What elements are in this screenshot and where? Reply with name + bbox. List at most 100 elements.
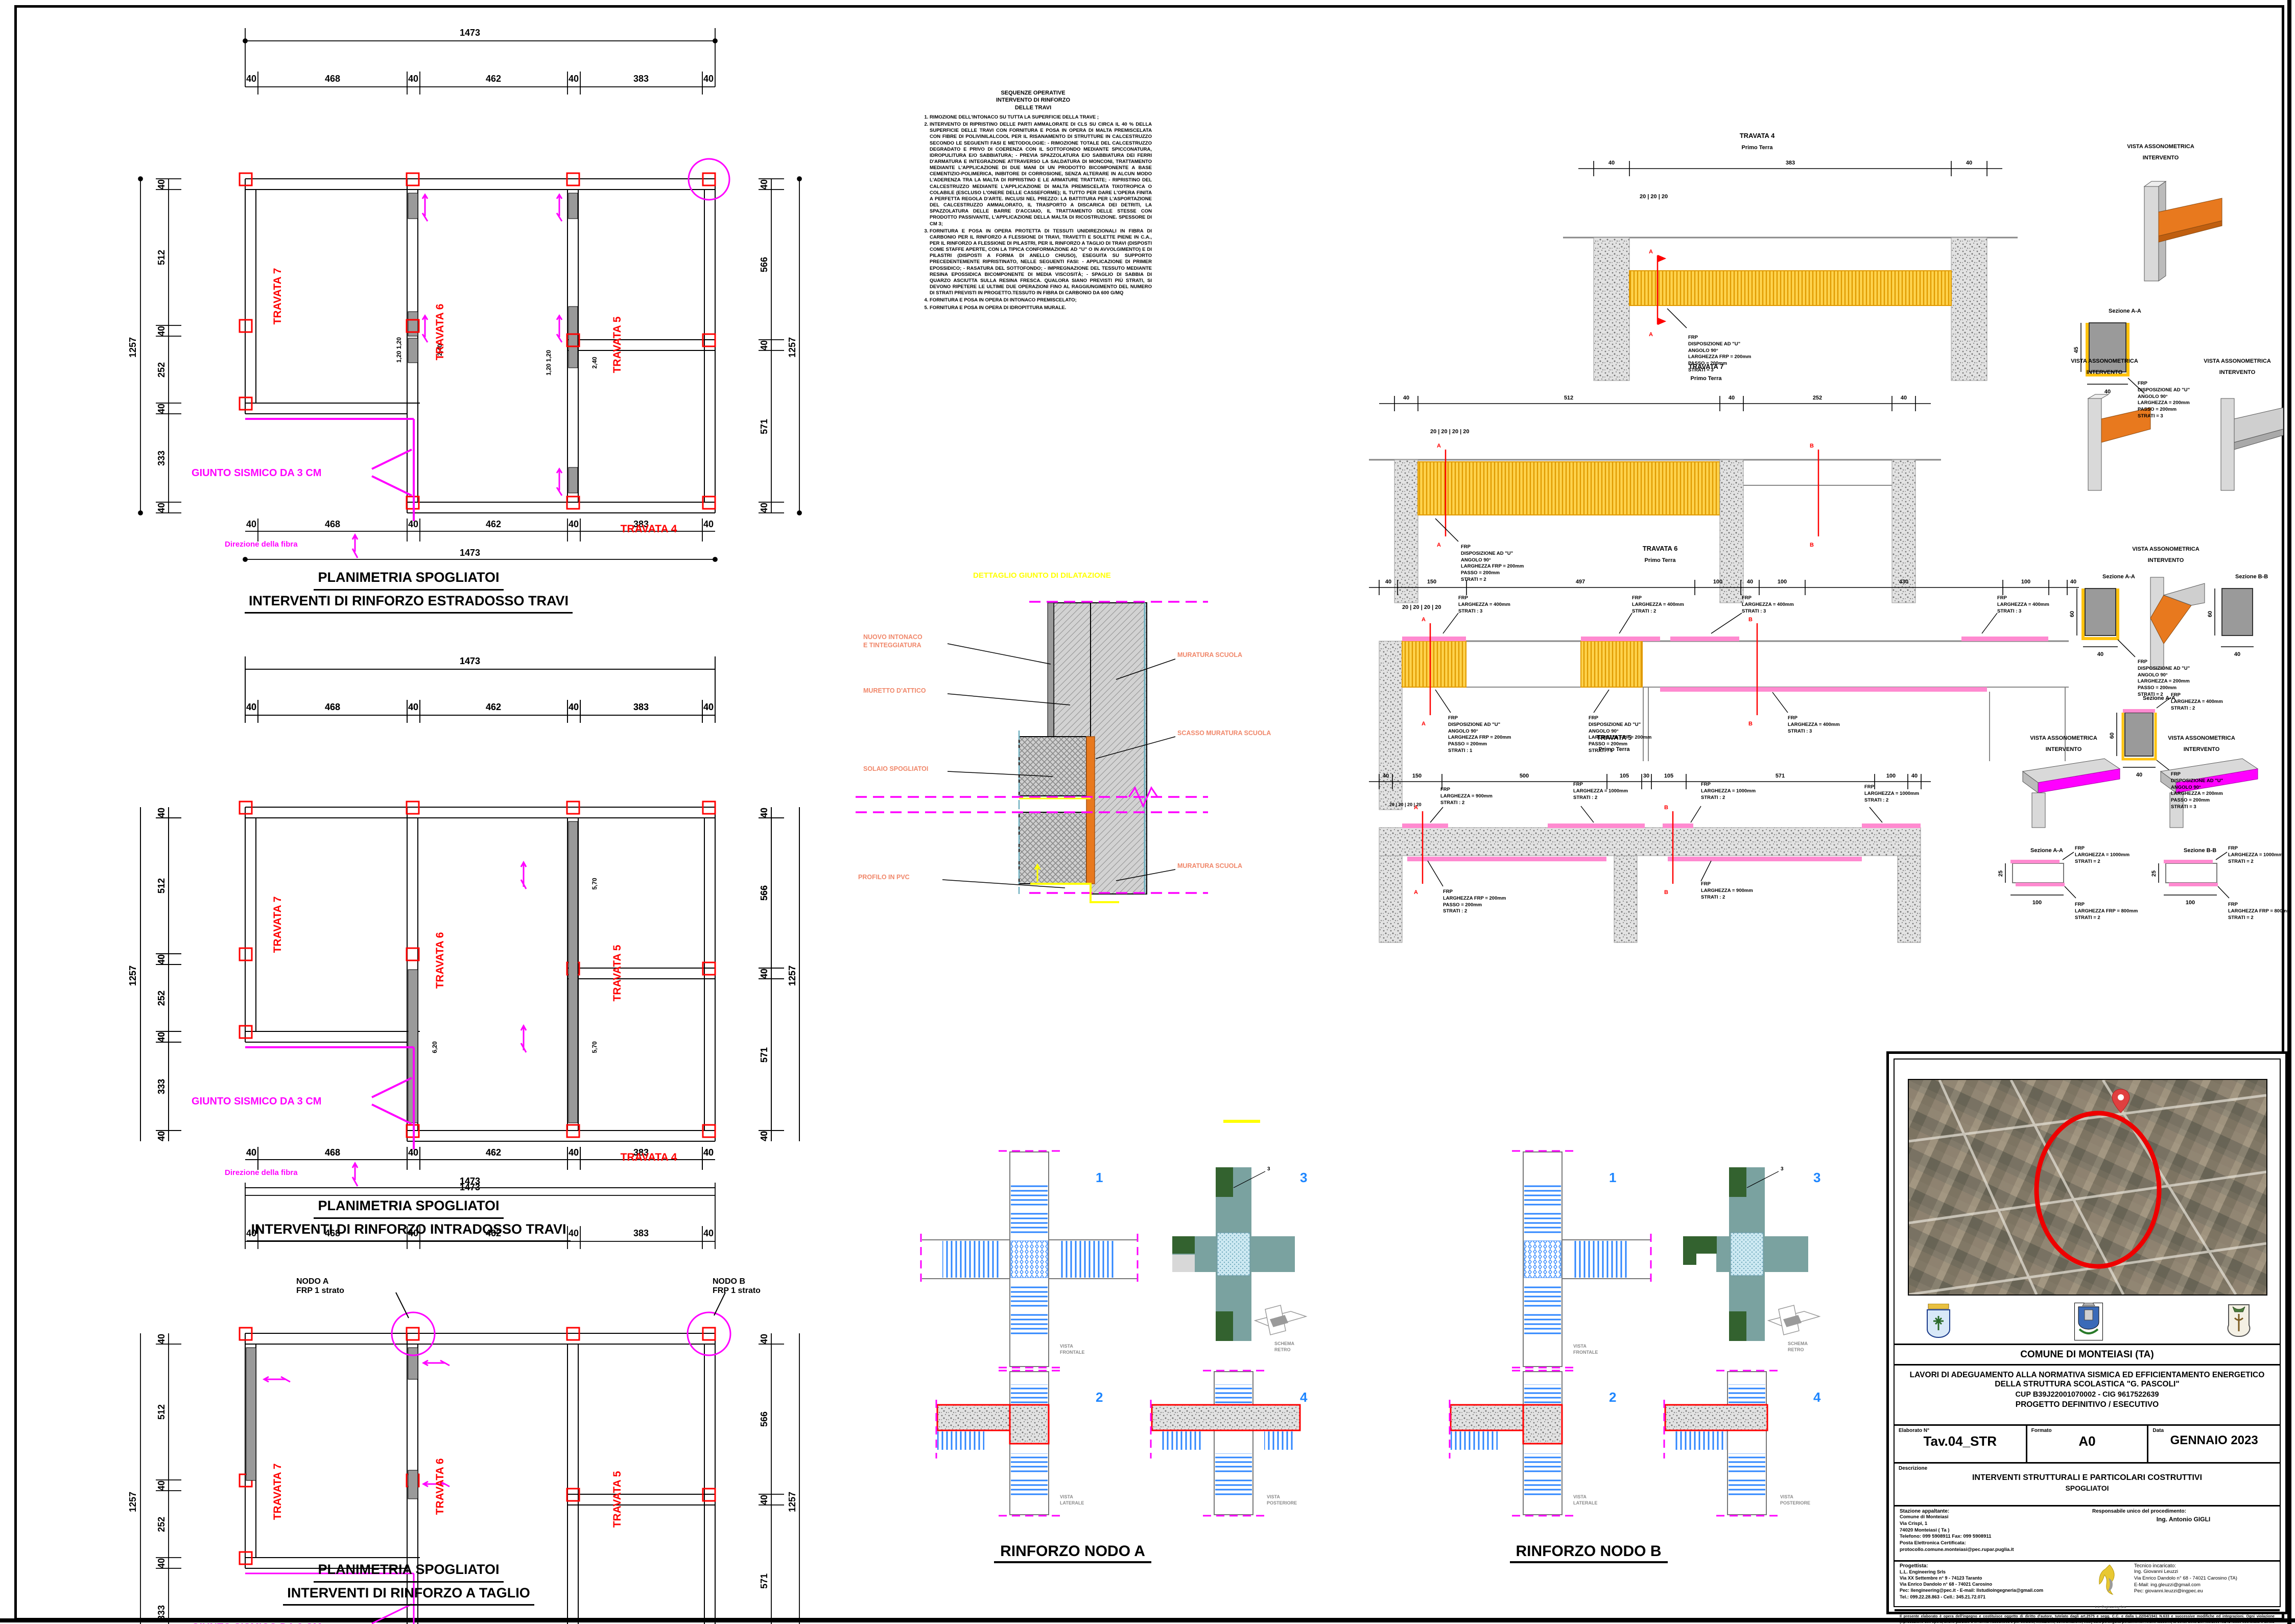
sezione-travata5-b: 25 100	[2151, 852, 2230, 906]
comune-monteiasi-crest-icon	[2074, 1303, 2103, 1340]
frp-top2-t5: FRP LARGHEZZA = 1000mm STRATI : 2	[1573, 782, 1628, 801]
frp-sez1-bot-t5: FRP LARGHEZZA FRP = 800mm STRATI = 2	[2075, 902, 2138, 921]
frp-beams	[408, 193, 578, 493]
axon-caption: VISTA ASSONOMETRICA	[2168, 735, 2235, 741]
project-title-1: LAVORI DI ADEGUAMENTO ALLA NORMATIVA SIS…	[1909, 1371, 2265, 1379]
dim: 40	[1729, 395, 1735, 401]
cut-b: B	[1748, 721, 1753, 727]
seq-item: INTERVENTO DI RIPRISTINO DELLE PARTI AMM…	[930, 122, 1152, 227]
nodoA-side	[935, 1370, 1060, 1517]
dim: 566	[759, 885, 769, 901]
seq-item: FORNITURA E POSA IN OPERA PROTETTA DI TE…	[930, 228, 1152, 297]
axon-caption: VISTA ASSONOMETRICA	[2071, 358, 2138, 364]
nodoB-rear	[1663, 1370, 1778, 1517]
project-cup-cig: CUP B39J22001070002 - CIG 9617522639	[2015, 1391, 2159, 1399]
dim: 60	[2069, 611, 2075, 617]
frp-label-t4: FRP DISPOSIZIONE AD "U" ANGOLO 90° LARGH…	[1688, 335, 1752, 373]
dim: 40	[2070, 579, 2076, 585]
leader-3: 3	[1781, 1166, 1784, 1172]
frp-bot3-t6: FRP LARGHEZZA = 400mm STRATI : 3	[1788, 715, 1840, 734]
seq-item: RIMOZIONE DELL'INTONACO SU TUTTA LA SUPE…	[930, 114, 1152, 121]
rup-label: Responsabile unico del procedimento:	[2092, 1509, 2186, 1514]
dim: 40	[156, 326, 167, 336]
label-nuovo-intonaco: NUOVO INTONACO E TINTEGGIATURA	[863, 633, 922, 649]
nodoA-num2: 2	[1096, 1390, 1103, 1405]
plan-intradosso: 1473 40 468 40 462 40 383 40 40 468 40 4…	[127, 655, 800, 1189]
dim-sub: 20 | 20 | 20	[1640, 194, 1668, 200]
dim: 60	[2109, 733, 2115, 739]
dim: 40	[703, 519, 714, 529]
dim: 40	[759, 1131, 769, 1141]
dim: 150	[1412, 773, 1422, 779]
axon-caption2: INTERVENTO	[2046, 746, 2082, 752]
dim: 105	[1664, 773, 1673, 779]
sezione-travata7-b: 60 40	[2207, 588, 2254, 657]
dim-small: 2,40	[436, 344, 443, 356]
label-travata7: TRAVATA 7	[272, 897, 283, 953]
label-travata4: TRAVATA 4	[621, 1151, 677, 1163]
frp-label-t7-sez: FRP DISPOSIZIONE AD "U" ANGOLO 90° LARGH…	[2138, 659, 2190, 698]
dim: 40	[759, 503, 769, 513]
travata6-title: TRAVATA 6	[1643, 545, 1678, 552]
dettaglio-giunto	[856, 601, 1208, 903]
dim: 571	[759, 419, 769, 434]
dim: 40	[759, 808, 769, 818]
dim: 25	[2151, 870, 2157, 877]
axon-caption2: INTERVENTO	[2087, 369, 2123, 375]
dim: 1257	[787, 966, 797, 986]
sheet-border-right	[2287, 0, 2291, 1624]
cut-a: A	[1649, 332, 1653, 338]
progettista-label: Progettista:	[1900, 1563, 1928, 1569]
dim-small: 1,20 1,20	[395, 337, 403, 363]
dim: 40	[703, 702, 714, 712]
dim: 40	[703, 1147, 714, 1158]
sequenze-operative: SEQUENZE OPERATIVE INTERVENTO DI RINFORZ…	[914, 89, 1152, 312]
map-pin-icon	[2112, 1089, 2130, 1113]
dim: 40	[156, 503, 167, 513]
nodoB-title: RINFORZO NODO B	[1446, 1543, 1732, 1563]
dim: 500	[1520, 773, 1529, 779]
frp-top3-t6: FRP LARGHEZZA = 400mm STRATI : 3	[1742, 595, 1794, 614]
frp-sez2-top-t5: FRP LARGHEZZA = 1000mm STRATI = 2	[2228, 845, 2283, 864]
frp-label-t4-sez: FRP DISPOSIZIONE AD "U" ANGOLO 90° LARGH…	[2138, 381, 2190, 419]
dim: 40	[759, 340, 769, 350]
frp-bot1-t6: FRP DISPOSIZIONE AD "U" ANGOLO 90° LARGH…	[1448, 715, 1511, 754]
nodoA-vista-posteriore: VISTA POSTERIORE	[1267, 1494, 1297, 1505]
cut-a: A	[1437, 542, 1441, 548]
dim: 468	[325, 702, 340, 712]
dim: 150	[1427, 579, 1436, 585]
plan-walls	[245, 178, 716, 513]
dim: 512	[156, 878, 167, 893]
cut-b: B	[1748, 617, 1753, 623]
dim: 462	[486, 702, 501, 712]
dim: 462	[486, 519, 501, 529]
nodoB-plan3: 3	[1683, 1166, 1821, 1341]
sezione-travata7-a: 60 40	[2069, 588, 2136, 657]
travata4-title: TRAVATA 4	[1740, 132, 1775, 139]
descrizione-label: Descrizione	[1899, 1466, 1928, 1471]
travata4-floor: Primo Terra	[1742, 145, 1773, 151]
label-giunto: GIUNTO SISMICO DA 3 CM	[192, 467, 321, 479]
frp-sez-top-t6: FRP LARGHEZZA = 400mm STRATI : 2	[2171, 692, 2223, 711]
nodoB-front	[1512, 1150, 1652, 1369]
tecnico-label: Tecnico incaricato:	[2134, 1563, 2176, 1569]
sheet-border-bottom	[0, 1618, 2295, 1622]
nodoB-num2: 2	[1609, 1390, 1617, 1405]
title-block: COMUNE DI MONTEIASI (TA) LAVORI DI ADEGU…	[1886, 1051, 2288, 1624]
cut-a: A	[1422, 721, 1426, 727]
nodoB-vista-laterale: VISTA LATERALE	[1573, 1494, 1598, 1505]
rinforzo-nodo-b: 3	[1449, 1150, 1821, 1517]
dim: 40	[156, 404, 167, 414]
label-muratura-scuola-1: MURATURA SCUOLA	[1177, 651, 1243, 658]
pink-strips	[1402, 637, 2048, 692]
dim: 40	[759, 969, 769, 979]
project-phase: PROGETTO DEFINITIVO / ESECUTIVO	[2015, 1400, 2159, 1409]
project-title-2: DELLA STRUTTURA SCOLASTICA "G. PASCOLI"	[1995, 1380, 2180, 1388]
dim: 1473	[460, 548, 480, 558]
frp-top3-t5: FRP LARGHEZZA = 1000mm STRATI : 2	[1701, 782, 1756, 801]
leader-3: 3	[1267, 1166, 1270, 1172]
ll-engineering-logo-icon	[2099, 1564, 2115, 1595]
dim: 1473	[460, 656, 480, 666]
